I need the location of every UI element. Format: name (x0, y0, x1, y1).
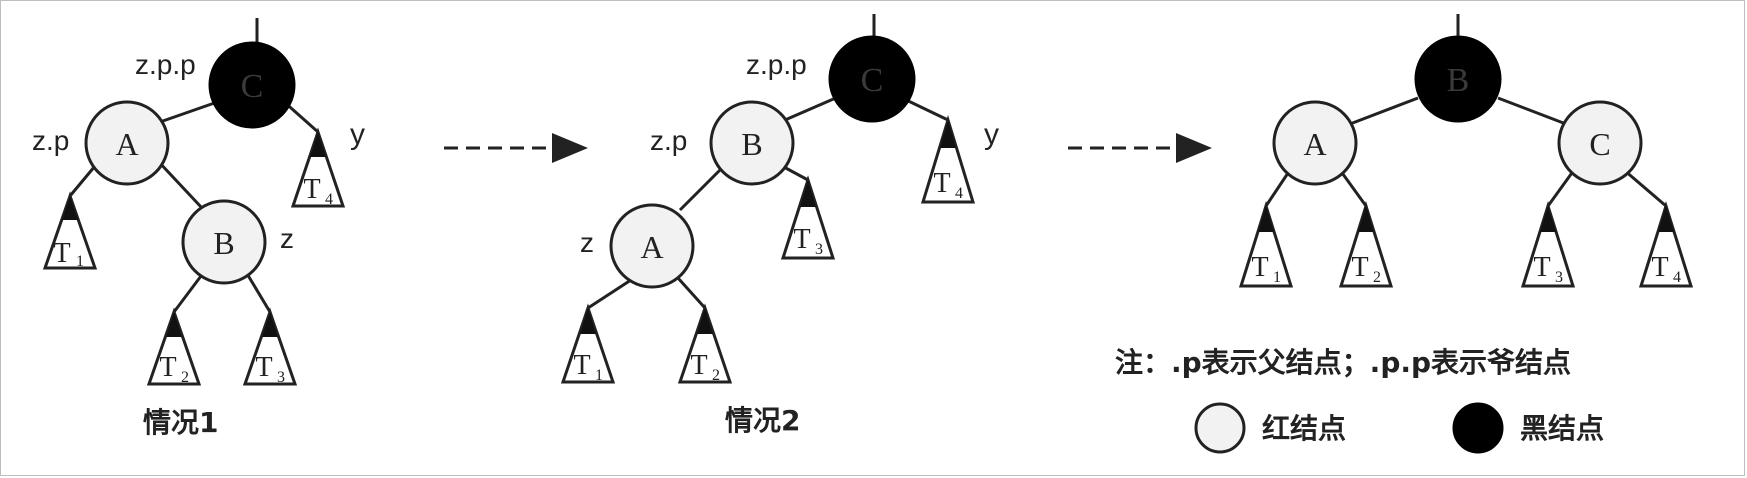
svg-text:3: 3 (277, 369, 285, 386)
case2-subtree-t4: T 4 (920, 114, 976, 204)
result-subtree-t2: T 2 (1338, 200, 1394, 288)
case2-subtree-t2: T 2 (677, 303, 733, 384)
case1-subtree-t4: T 4 (290, 127, 346, 208)
case2-edge-a-t1 (587, 276, 635, 310)
svg-text:4: 4 (1673, 269, 1681, 286)
case2-subtree-t3: T 3 (780, 175, 836, 260)
result-subtree-t1: T 1 (1238, 200, 1294, 288)
svg-text:T: T (1351, 252, 1368, 283)
svg-text:T: T (159, 352, 176, 383)
case1-node-zpp: C (208, 41, 296, 129)
case2-edge-b-a (678, 164, 726, 212)
svg-text:T: T (303, 174, 320, 205)
legend-black-label: 黑结点 (1520, 412, 1604, 445)
case1-label-y: y (350, 118, 365, 151)
svg-text:C: C (1589, 126, 1610, 162)
svg-text:T: T (933, 168, 950, 199)
svg-text:1: 1 (76, 253, 84, 270)
svg-text:3: 3 (815, 241, 823, 258)
svg-text:T: T (573, 350, 590, 381)
svg-text:B: B (1447, 62, 1470, 99)
case2-label-zp: z.p (650, 125, 687, 156)
legend-red-node: 红结点 (1194, 402, 1346, 454)
legend: 红结点 黑结点 (1194, 402, 1604, 454)
case1-node-zp: A (84, 100, 170, 186)
case2-node-zpp: C (828, 35, 916, 123)
svg-text:1: 1 (1273, 269, 1281, 286)
svg-text:2: 2 (712, 367, 720, 384)
svg-text:C: C (241, 68, 264, 105)
case1-node-z: B (181, 199, 267, 285)
case2-tree (587, 14, 949, 310)
svg-text:4: 4 (325, 191, 333, 208)
result-edge-c-t4 (1623, 168, 1667, 208)
svg-text:B: B (213, 225, 234, 261)
svg-text:2: 2 (181, 369, 189, 386)
case1-subtree-t1: T 1 (42, 191, 98, 270)
case1-label-zp: z.p (32, 125, 69, 156)
note-text: 注：.p表示父结点；.p.p表示爷结点 (1115, 346, 1571, 379)
case2-edge-a-t2 (676, 276, 707, 310)
svg-text:4: 4 (955, 185, 963, 202)
case1-caption: 情况1 (143, 406, 218, 439)
result-node-left: A (1272, 100, 1358, 186)
case2-label-y: y (984, 118, 999, 151)
result-edge-b-c (1497, 96, 1567, 126)
result-edge-a-t2 (1338, 169, 1368, 207)
svg-text:A: A (1303, 126, 1326, 162)
case1-label-z: z (280, 223, 294, 254)
result-node-root: B (1414, 35, 1502, 123)
case1-edge-b-t2 (172, 271, 206, 313)
svg-text:2: 2 (1373, 269, 1381, 286)
svg-text:T: T (1533, 252, 1550, 283)
legend-red-swatch (1194, 402, 1246, 454)
svg-text:T: T (793, 224, 810, 255)
case1-tree (68, 18, 319, 313)
case1-edge-a-b (155, 158, 204, 210)
case2-label-z: z (580, 227, 594, 258)
legend-red-label: 红结点 (1262, 412, 1346, 445)
result-edge-a-t1 (1264, 169, 1292, 207)
case2-label-zpp: z.p.p (746, 49, 807, 80)
case1-subtree-t3: T 3 (242, 307, 298, 386)
svg-text:T: T (1251, 252, 1268, 283)
legend-black-node: 黑结点 (1452, 402, 1604, 454)
svg-text:3: 3 (1555, 269, 1563, 286)
result-node-right: C (1557, 100, 1643, 186)
case2-subtree-t1: T 1 (560, 303, 616, 384)
case1-edge-b-t3 (244, 271, 272, 313)
case2-caption: 情况2 (725, 404, 800, 437)
result-subtree-t3: T 3 (1520, 200, 1576, 288)
svg-text:T: T (690, 350, 707, 381)
svg-text:B: B (741, 126, 762, 162)
svg-text:C: C (861, 62, 884, 99)
svg-text:A: A (115, 126, 138, 162)
case2-edge-b-t3 (781, 164, 809, 182)
svg-text:1: 1 (595, 367, 603, 384)
legend-black-swatch (1452, 402, 1504, 454)
svg-text:T: T (1651, 252, 1668, 283)
case2-node-zp: B (709, 100, 795, 186)
case1-subtree-t2: T 2 (146, 307, 202, 386)
svg-text:T: T (53, 238, 70, 269)
result-tree (1264, 14, 1667, 208)
result-edge-b-a (1349, 96, 1419, 126)
result-subtree-t4: T 4 (1638, 200, 1694, 288)
result-edge-c-t3 (1546, 169, 1576, 207)
svg-text:A: A (640, 229, 663, 265)
case2-node-z: A (609, 203, 695, 289)
case2-edge-c-b (784, 95, 839, 122)
case1-label-zpp: z.p.p (135, 49, 196, 80)
case1-edge-c-a (159, 98, 224, 124)
svg-text:T: T (255, 352, 272, 383)
